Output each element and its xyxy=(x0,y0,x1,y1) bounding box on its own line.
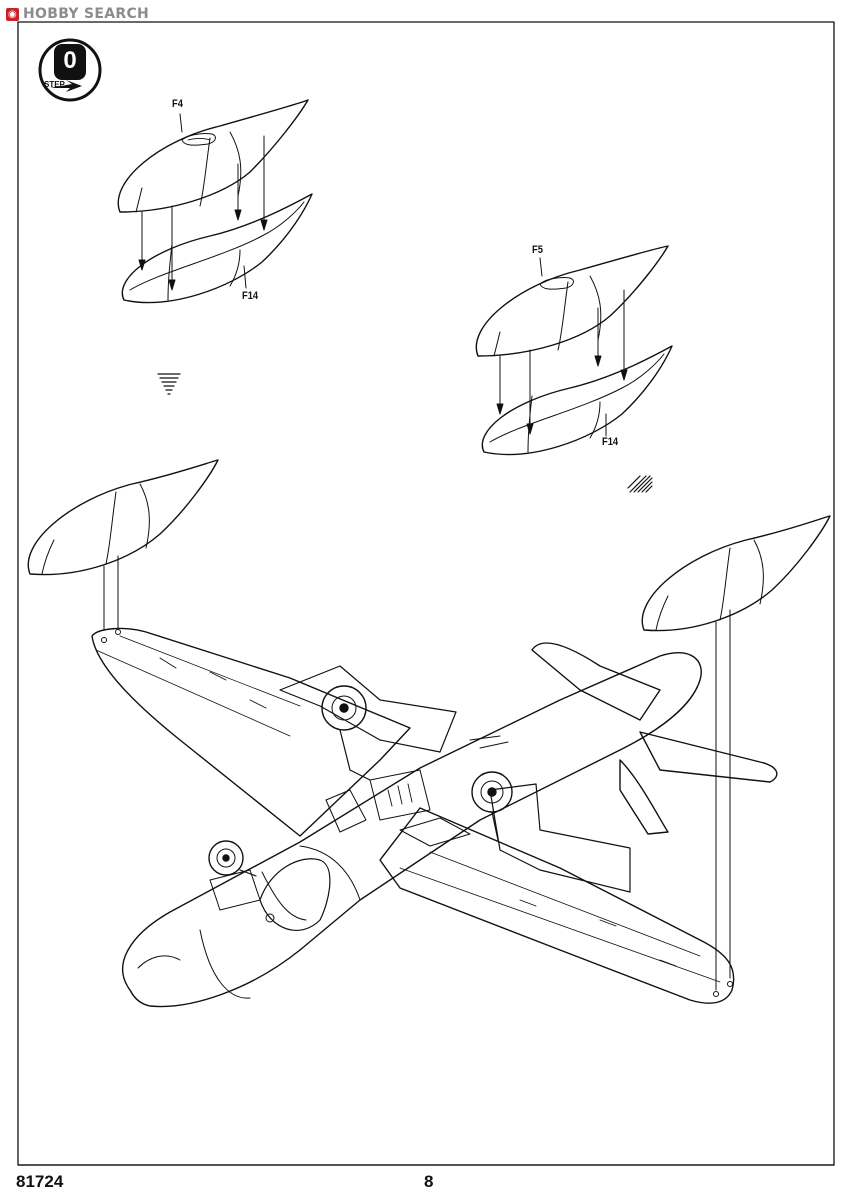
right-wingtip-pod xyxy=(641,515,831,991)
aircraft-illustration xyxy=(91,627,778,1008)
step-word: STEP xyxy=(44,80,65,89)
page-number: 8 xyxy=(424,1172,434,1191)
step-number: 0 xyxy=(63,47,77,74)
pod-assembly-1 xyxy=(117,99,313,304)
pod-assembly-2 xyxy=(475,245,673,456)
diagonal-arrow-icon xyxy=(627,475,653,493)
part-label-f14-b: F14 xyxy=(602,436,619,448)
hobby-search-watermark: ◉ HOBBY SEARCH xyxy=(6,5,149,23)
part-label-f4: F4 xyxy=(172,98,183,110)
hobby-search-logo-icon: ◉ xyxy=(6,7,19,21)
down-arrow-icon xyxy=(157,373,181,395)
watermark-text: HOBBY SEARCH xyxy=(23,6,150,22)
part-label-f5: F5 xyxy=(532,244,543,256)
part-label-f14-a: F14 xyxy=(242,290,259,302)
step-badge xyxy=(38,38,102,102)
arrow-icon xyxy=(50,80,82,92)
kit-code: 81724 xyxy=(16,1172,64,1191)
left-wingtip-pod xyxy=(27,459,219,631)
